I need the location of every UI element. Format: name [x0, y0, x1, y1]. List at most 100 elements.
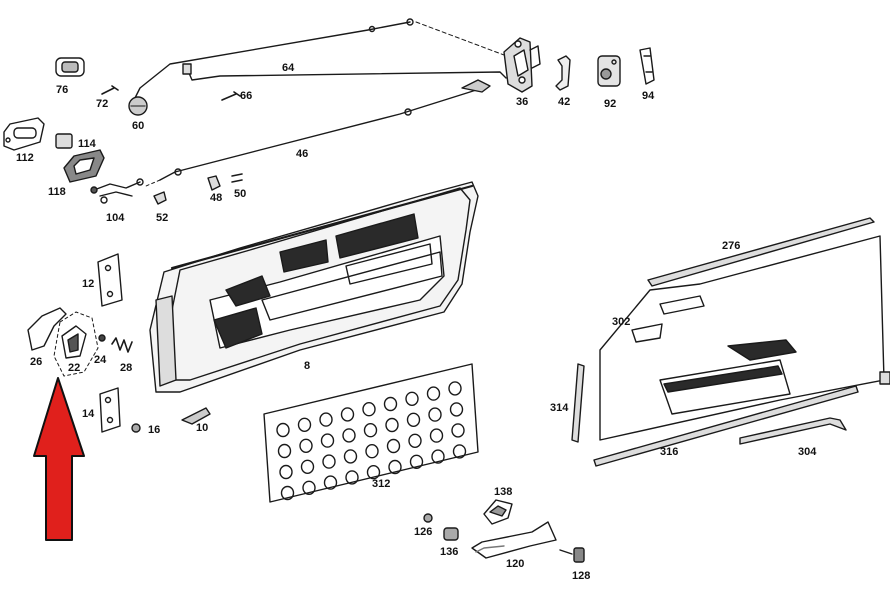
part-label-50: 50	[234, 188, 247, 200]
part-label-46: 46	[296, 148, 309, 160]
part-label-104: 104	[106, 212, 125, 224]
part-76	[55, 57, 85, 77]
part-label-10: 10	[196, 422, 209, 434]
panel-hole	[276, 422, 290, 438]
housing-22	[53, 311, 99, 377]
part-label-128: 128	[572, 570, 591, 582]
part-label-28: 28	[120, 362, 133, 374]
part-label-112: 112	[16, 152, 34, 164]
panel-hole	[340, 407, 355, 422]
spring-28	[111, 337, 133, 353]
part-label-24: 24	[94, 354, 107, 366]
panel-hole	[279, 464, 293, 480]
panel-hole	[409, 454, 424, 469]
part-label-64: 64	[282, 62, 295, 74]
panel-hole	[345, 470, 359, 485]
part-label-42: 42	[558, 96, 571, 108]
part-label-12: 12	[82, 278, 95, 290]
part-label-94: 94	[642, 90, 655, 102]
panel-hole	[428, 407, 442, 422]
door-shell-8	[149, 181, 479, 393]
part-label-72: 72	[96, 98, 109, 110]
part-label-276: 276	[722, 240, 741, 252]
panel-hole	[297, 417, 312, 432]
panel-hole	[448, 381, 462, 396]
hinge-14	[99, 387, 121, 433]
strip-276	[647, 217, 875, 287]
part-label-316: 316	[660, 446, 679, 458]
hinge-12	[97, 253, 123, 307]
part-label-60: 60	[132, 120, 145, 132]
panel-holes	[276, 381, 467, 501]
part-label-22: 22	[68, 362, 81, 374]
part-114	[55, 133, 73, 149]
panel-hole	[429, 428, 444, 443]
screw-72	[101, 85, 119, 95]
panel-hole	[408, 433, 422, 448]
panel-hole	[362, 402, 376, 417]
strip-304	[739, 417, 847, 445]
clip-52	[153, 191, 167, 205]
panel-hole	[365, 444, 379, 459]
panel-hole	[299, 438, 313, 453]
panel-hole	[426, 386, 441, 401]
panel-hole	[405, 391, 419, 406]
bracket-42	[555, 55, 571, 91]
escutcheon-112	[3, 117, 45, 151]
part-label-120: 120	[506, 558, 525, 570]
part-label-304: 304	[798, 446, 817, 458]
part-label-114: 114	[78, 138, 96, 150]
panel-hole	[322, 454, 336, 469]
part-label-314: 314	[550, 402, 569, 414]
panel-hole	[343, 449, 358, 464]
part-label-48: 48	[210, 192, 223, 204]
strip-316	[593, 385, 859, 467]
part-24	[98, 334, 106, 342]
panel-hole	[300, 459, 315, 474]
panel-hole	[388, 459, 402, 475]
part-label-8: 8	[304, 360, 311, 372]
panel-hole	[449, 402, 464, 417]
part-label-14: 14	[82, 408, 95, 420]
panel-hole	[383, 396, 398, 412]
trim-panel-302	[599, 235, 890, 441]
panel-hole	[363, 423, 378, 438]
panel-hole	[406, 412, 421, 427]
key-128	[559, 547, 585, 563]
clip-50	[231, 173, 243, 183]
part-label-312: 312	[372, 478, 391, 490]
panel-hole	[277, 443, 292, 459]
panel-hole	[320, 433, 335, 448]
knob-60	[128, 96, 148, 116]
part-label-126: 126	[414, 526, 433, 538]
rod-64	[131, 18, 513, 105]
panel-hole	[451, 423, 465, 438]
part-118	[63, 149, 105, 183]
panel-hole	[302, 480, 316, 495]
screw-66	[221, 91, 241, 101]
part-label-16: 16	[148, 424, 161, 436]
strip-314	[571, 363, 585, 443]
panel-hole	[323, 475, 338, 490]
handle-120	[471, 521, 557, 559]
plate-94	[639, 47, 655, 85]
part-10	[181, 407, 211, 425]
panel-hole	[366, 465, 381, 480]
harness-104	[90, 178, 144, 204]
part-138	[483, 499, 513, 525]
check-link-26	[27, 307, 67, 351]
panel-hole	[385, 417, 399, 433]
screw-16	[131, 423, 141, 433]
clip-48	[207, 175, 221, 191]
panel-hole	[386, 438, 401, 454]
part-label-138: 138	[494, 486, 513, 498]
lock-36	[503, 37, 541, 93]
part-label-302: 302	[612, 316, 631, 328]
part-label-118: 118	[48, 186, 66, 198]
red-arrow-icon	[33, 377, 85, 541]
panel-hole	[319, 412, 333, 427]
panel-312	[263, 363, 479, 503]
part-136	[443, 527, 459, 541]
part-126	[423, 513, 433, 523]
